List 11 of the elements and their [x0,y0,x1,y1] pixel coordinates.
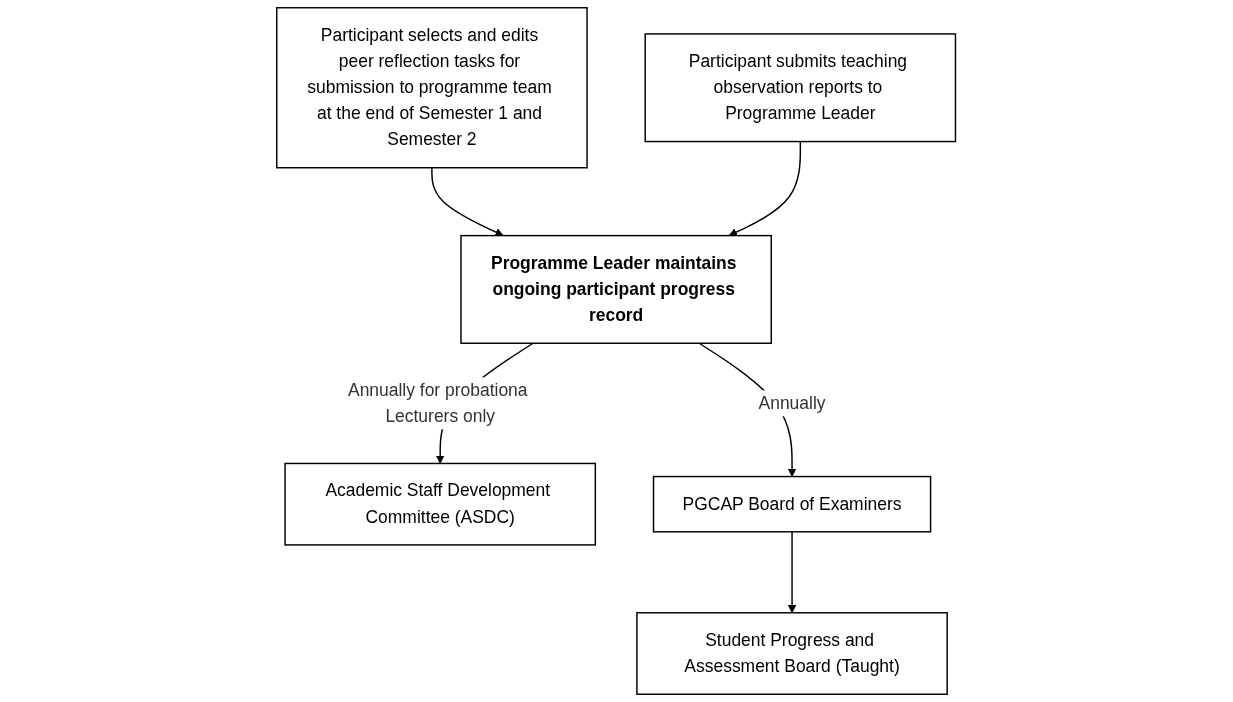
arrow [431,167,504,237]
node-box: Participant selects and edits peer reflection tasks for submission to programme team at the end of Semester 1 and Semester 2 [276,7,589,169]
node-box: Academic Staff Development Committee (ASDC) [284,462,597,546]
node-box: PGCAP Board of Examiners [653,475,932,533]
node-box: Student Progress and Assessment Board (Taught) [636,612,949,695]
node-box: Participant submits teaching observation reports to Programme Leader [644,33,957,143]
edge-label: Annually [758,393,826,413]
arrow [788,531,797,614]
arrow [729,140,802,237]
edge-label: Annually for probationa Lecturers only [348,380,528,426]
node-box: Programme Leader maintains ongoing participant progress record [460,234,773,344]
